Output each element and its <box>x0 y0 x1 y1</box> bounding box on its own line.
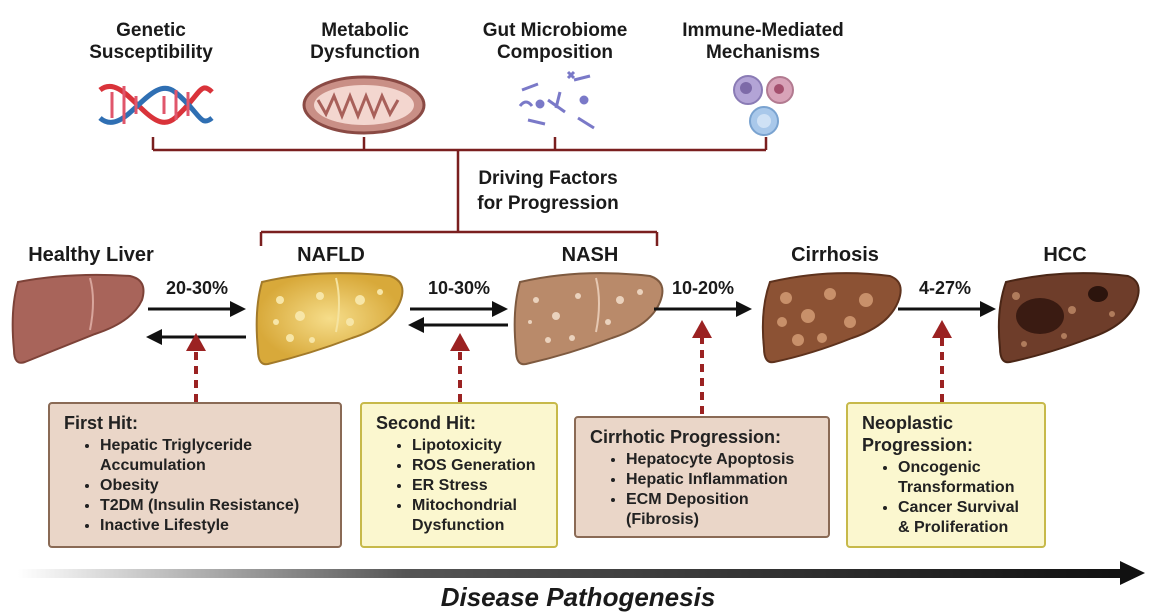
neoplastic-progression-box: Neoplastic Progression: Oncogenic Transf… <box>846 402 1046 548</box>
list-item: Mitochondrial Dysfunction <box>412 496 546 536</box>
second-hit-title: Second Hit: <box>376 413 477 433</box>
cirrhotic-progression-box: Cirrhotic Progression: Hepatocyte Apopto… <box>574 416 830 538</box>
list-item: Inactive Lifestyle <box>100 516 330 536</box>
stage-nash: NASH <box>561 244 619 266</box>
nash-liver-image <box>513 272 664 366</box>
cirrhosis-liver-image <box>761 272 902 364</box>
stage-cirrhosis: Cirrhosis <box>791 244 879 266</box>
list-item: Lipotoxicity <box>412 436 546 456</box>
factor-genetic-susceptibility: Genetic Susceptibility <box>89 20 213 63</box>
factor-gut-microbiome: Gut Microbiome Composition <box>482 20 628 63</box>
hit-arrows <box>186 320 952 414</box>
list-item: Hepatic Triglyceride Accumulation <box>100 436 330 476</box>
driving-factors-label: Driving Factors for Progression <box>477 168 619 214</box>
stage-nafld: NAFLD <box>297 244 365 266</box>
list-item: Obesity <box>100 476 330 496</box>
list-item: Cancer Survival & Proliferation <box>898 498 1034 538</box>
first-hit-title: First Hit: <box>64 413 138 433</box>
top-bracket <box>151 137 768 232</box>
transition-cirrhosis-hcc: 4-27% <box>918 278 972 298</box>
transition-arrows <box>146 301 996 345</box>
mitochondria-icon <box>302 75 426 135</box>
factor-immune-mediated: Immune-Mediated Mechanisms <box>682 20 844 63</box>
factor-metabolic-dysfunction: Metabolic Dysfunction <box>310 20 420 63</box>
healthy-liver-image <box>11 273 145 364</box>
list-item: Oncogenic Transformation <box>898 458 1034 498</box>
dna-icon <box>98 84 214 125</box>
hcc-liver-image <box>997 272 1140 364</box>
disease-pathogenesis-arrow <box>18 561 1145 585</box>
disease-pathogenesis-label: Disease Pathogenesis <box>440 582 716 612</box>
list-item: Hepatic Inflammation <box>626 470 818 490</box>
lower-bracket <box>259 230 659 246</box>
first-hit-box: First Hit: Hepatic Triglyceride Accumula… <box>48 402 342 548</box>
list-item: ROS Generation <box>412 456 546 476</box>
transition-nash-cirrhosis: 10-20% <box>671 278 735 298</box>
cirrhotic-progression-title: Cirrhotic Progression: <box>590 427 782 447</box>
stage-healthy-liver: Healthy Liver <box>28 244 154 266</box>
diagram-canvas <box>11 70 1145 585</box>
list-item: T2DM (Insulin Resistance) <box>100 496 330 516</box>
list-item: Hepatocyte Apoptosis <box>626 450 818 470</box>
transition-nafld-nash: 10-30% <box>427 278 491 298</box>
transition-healthy-nafld: 20-30% <box>165 278 229 298</box>
nafld-liver-image <box>255 272 404 366</box>
microbiome-icon <box>518 70 595 130</box>
immune-cells-icon <box>733 75 794 136</box>
second-hit-box: Second Hit: Lipotoxicity ROS Generation … <box>360 402 558 548</box>
neoplastic-progression-title: Neoplastic Progression: <box>862 413 974 455</box>
stage-hcc: HCC <box>1043 244 1087 266</box>
list-item: ER Stress <box>412 476 546 496</box>
list-item: ECM Deposition (Fibrosis) <box>626 490 818 530</box>
